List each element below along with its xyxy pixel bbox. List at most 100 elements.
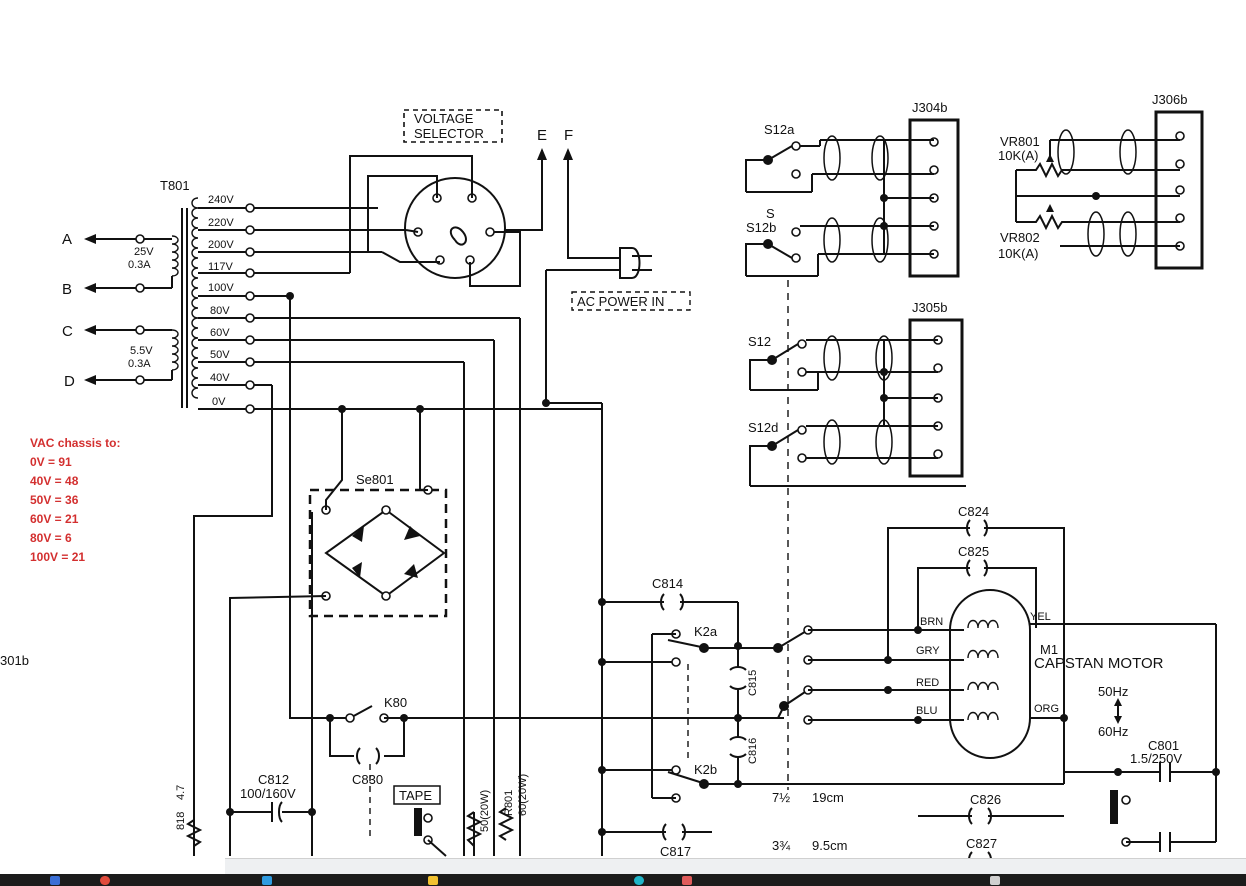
transformer-label: T801 [160, 178, 190, 193]
taskbar [0, 874, 1246, 886]
cap-c816-label: C816 [747, 738, 759, 764]
motor-label: CAPSTAN MOTOR [1034, 655, 1164, 672]
wire-red: RED [916, 677, 939, 689]
speed-2-cm: 9.5cm [812, 838, 847, 853]
cap-c801-value: 1.5/250V [1130, 751, 1182, 766]
speed-2-ips: 3¾ [772, 838, 790, 853]
shield-ovals-j304 [823, 135, 889, 263]
edge-label: 301b [0, 653, 29, 668]
speed-1-cm: 19cm [812, 790, 844, 805]
tap-40v: 40V [210, 372, 230, 384]
vac-note: VAC chassis to: 0V = 91 40V = 48 50V = 3… [30, 434, 120, 567]
wire-gry: GRY [916, 645, 940, 657]
vac-note-line: 80V = 6 [30, 531, 72, 545]
vac-note-title: VAC chassis to: [30, 436, 121, 450]
sec1-current: 0.3A [128, 259, 151, 271]
jack-j305b-label: J305b [912, 300, 947, 315]
j305-pins [933, 335, 943, 459]
relay-k2a-label: K2a [694, 624, 718, 639]
shield-ovals-j306 [1057, 129, 1137, 257]
capstan-motor-housing [949, 589, 1031, 759]
resistor-r801-value: 60(20W) [517, 774, 529, 816]
terminal-e: E [537, 127, 547, 144]
sec2-current: 0.3A [128, 358, 151, 370]
bridge-rectifier [321, 485, 446, 601]
switch-s12d-label: S12d [748, 420, 778, 435]
wire-blu: BLU [916, 705, 937, 717]
cap-c830-label: C830 [352, 772, 383, 787]
freq-50hz: 50Hz [1098, 684, 1128, 699]
switch-s12a-label: S12a [764, 122, 795, 137]
motor-ref: M1 [1040, 642, 1058, 657]
vac-note-line: 0V = 91 [30, 455, 72, 469]
resistor-r818-label: 818 [175, 812, 187, 830]
app-icon-4[interactable] [990, 876, 1000, 885]
jack-j304b-label: J304b [912, 100, 947, 115]
app-icon-2[interactable] [634, 876, 644, 885]
relay-k2b-label: K2b [694, 762, 717, 777]
tap-terminals [245, 203, 255, 414]
cap-c812-label: C812 [258, 772, 289, 787]
tap-0v: 0V [212, 396, 226, 408]
tap-80v: 80V [210, 305, 230, 317]
vr801-value: 10K(A) [998, 148, 1038, 163]
window-icon[interactable] [262, 876, 272, 885]
tap-117v: 117V [208, 261, 234, 273]
app-icon[interactable] [50, 876, 60, 885]
cap-c826-label: C826 [970, 792, 1001, 807]
vac-note-line: 40V = 48 [30, 474, 79, 488]
tap-60v: 60V [210, 327, 230, 339]
relay-k80-label: K80 [384, 695, 407, 710]
vr801-label: VR801 [1000, 134, 1040, 149]
voltage-selector-label-2: SELECTOR [414, 126, 484, 141]
taskbar-strip [225, 858, 1246, 875]
voltage-selector-label: VOLTAGE [414, 111, 474, 126]
wire-brn: BRN [920, 616, 943, 628]
speed-1-ips: 7½ [772, 790, 790, 805]
tape-label: TAPE [399, 788, 432, 803]
resistor-50-value: 50(20W) [479, 790, 491, 832]
motor-windings [967, 619, 999, 721]
vr802-value: 10K(A) [998, 246, 1038, 261]
tap-240v: 240V [208, 194, 234, 206]
app-icon-3[interactable] [682, 876, 692, 885]
cap-c824-label: C824 [958, 504, 989, 519]
shield-ovals-j305 [823, 335, 893, 465]
j306-pins [1175, 131, 1185, 251]
vac-note-line: 50V = 36 [30, 493, 79, 507]
vr802-label: VR802 [1000, 230, 1040, 245]
sec1-voltage: 25V [134, 246, 154, 258]
resistor-r801-label: R801 [503, 790, 515, 816]
ac-power-in-label: AC POWER IN [577, 294, 664, 309]
switch-s12b-label: S12b [746, 220, 776, 235]
wire-org: ORG [1034, 703, 1059, 715]
resistor-r818-value: 4.7 [175, 785, 187, 800]
cap-c812-value: 100/160V [240, 786, 296, 801]
cap-c827-label: C827 [966, 836, 997, 851]
terminal-a: A [62, 231, 72, 248]
folder-icon[interactable] [428, 876, 438, 885]
tap-100v: 100V [208, 282, 234, 294]
terminal-d: D [64, 373, 75, 390]
terminal-b: B [62, 281, 72, 298]
terminal-c: C [62, 323, 73, 340]
freq-60hz: 60Hz [1098, 724, 1128, 739]
browser-icon[interactable] [100, 876, 110, 885]
transformer-primary-coil [191, 197, 199, 399]
switch-s-label: S [766, 206, 775, 221]
terminal-f: F [564, 127, 573, 144]
tap-200v: 200V [208, 239, 234, 251]
cap-c815-label: C815 [747, 670, 759, 696]
tap-50v: 50V [210, 349, 230, 361]
sec2-voltage: 5.5V [130, 345, 153, 357]
switch-s12-label: S12 [748, 334, 771, 349]
wire-yel: YEL [1030, 611, 1051, 623]
cap-c817-label: C817 [660, 844, 691, 859]
bridge-label: Se801 [356, 472, 394, 487]
cap-c825-label: C825 [958, 544, 989, 559]
vac-note-line: 60V = 21 [30, 512, 79, 526]
ac-plug-icon [619, 247, 652, 279]
cap-c801-label: C801 [1148, 738, 1179, 753]
vac-note-line: 100V = 21 [30, 550, 86, 564]
